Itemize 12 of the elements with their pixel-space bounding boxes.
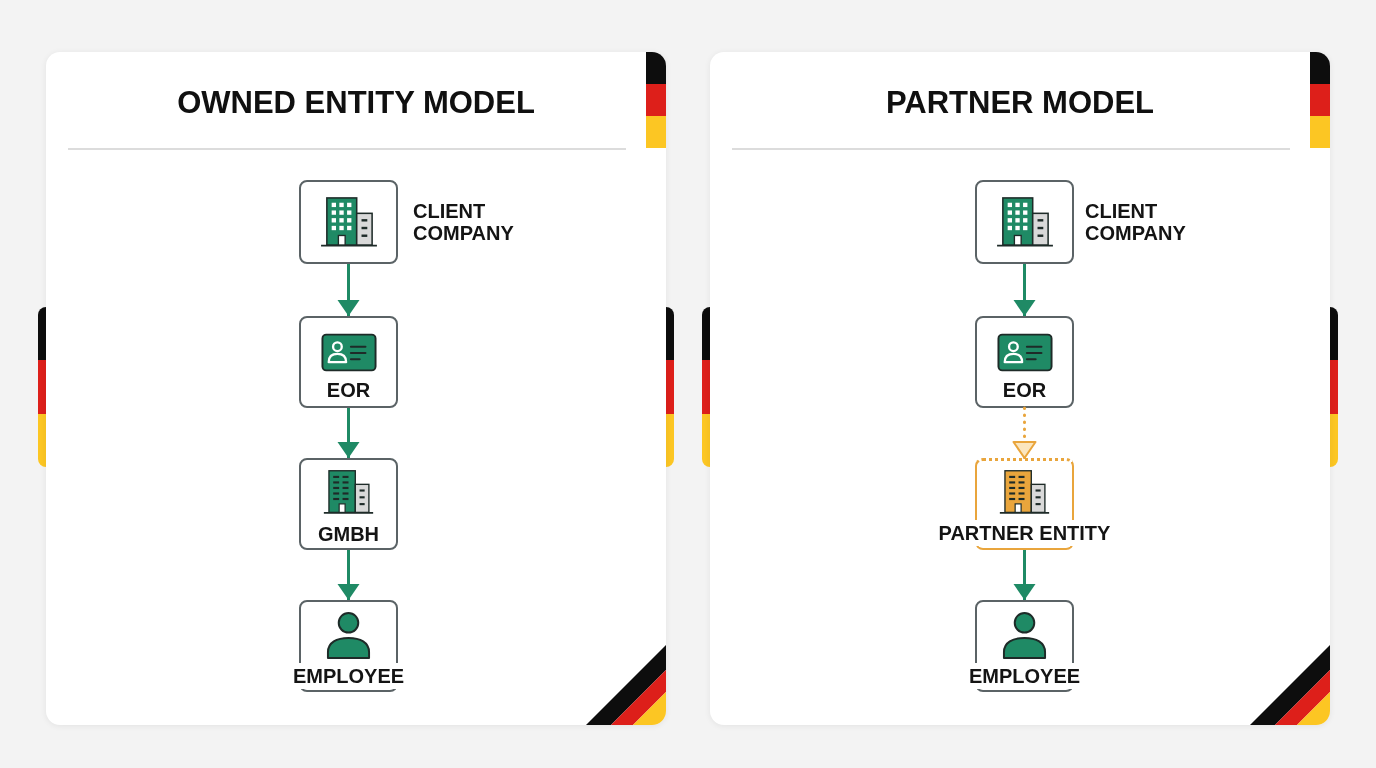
panel-title: PARTNER MODEL	[884, 84, 1156, 122]
arrow	[337, 408, 360, 458]
arrow	[337, 550, 360, 600]
panel-title: OWNED ENTITY MODEL	[176, 84, 536, 122]
panel-card	[710, 52, 1330, 725]
panel-card	[46, 52, 666, 725]
arrow	[337, 264, 360, 316]
node-label: CLIENT COMPANY	[413, 200, 515, 244]
dotted-arrow	[1012, 406, 1037, 460]
arrow	[1013, 264, 1036, 316]
node-label: CLIENT COMPANY	[1085, 200, 1187, 244]
arrow	[1013, 550, 1036, 600]
